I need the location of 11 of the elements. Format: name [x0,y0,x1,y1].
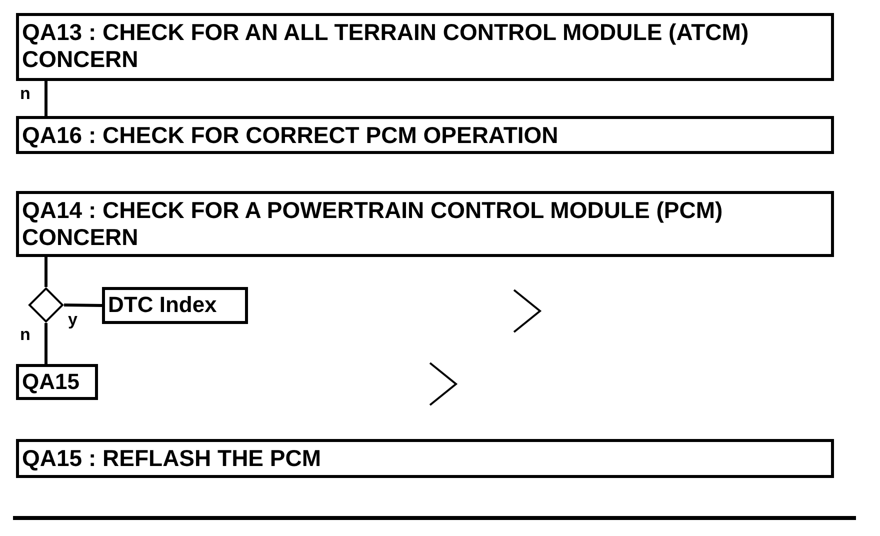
connector-line [64,304,102,307]
process-box: QA16 : CHECK FOR CORRECT PCM OPERATION [16,116,834,154]
process-box: QA13 : CHECK FOR AN ALL TERRAIN CONTROL MODULE (ATCM) CONCERN [16,13,834,81]
process-box: QA14 : CHECK FOR A POWERTRAIN CONTROL MODULE (PCM) CONCERN [16,191,834,257]
connector-line [44,323,48,364]
process-box: QA15 [16,364,98,400]
connector-line [44,257,48,287]
decision-diamond [28,287,64,323]
process-box: QA15 : REFLASH THE PCM [16,439,834,478]
connector-line [44,81,48,116]
process-box: DTC Index [102,287,248,324]
